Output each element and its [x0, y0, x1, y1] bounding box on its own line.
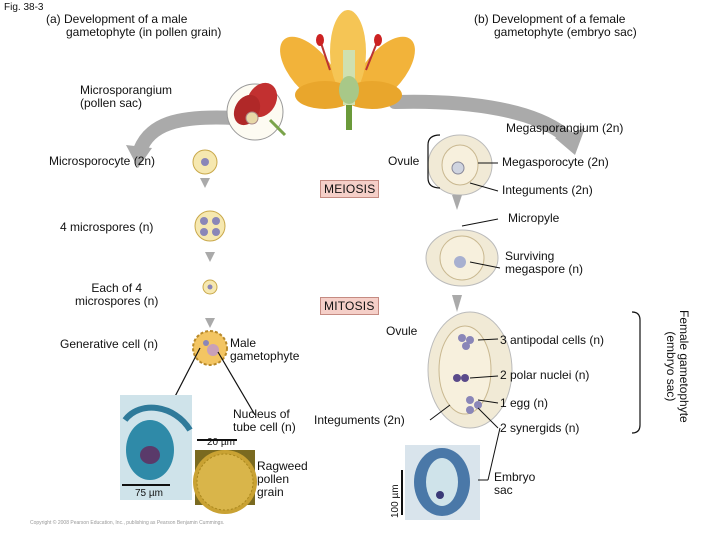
male-gametophyte-cell — [192, 330, 228, 366]
surviving-megaspore-drawing — [425, 229, 499, 287]
label-nucleus-tube: Nucleus of tube cell (n) — [233, 407, 296, 434]
scale-100um: 100 µm — [390, 484, 401, 518]
ragweed-micrograph — [193, 450, 257, 514]
embryo-sac-micrograph — [405, 445, 480, 520]
label-female-gametophyte: Female gametophyte (embryo sac) — [664, 310, 691, 423]
label-megasporocyte: Megasporocyte (2n) — [502, 155, 609, 169]
right-curved-arrow — [388, 94, 577, 147]
arrow-1 — [200, 178, 210, 188]
label-integuments-top: Integuments (2n) — [502, 183, 593, 197]
pollen-micrograph — [120, 395, 193, 500]
four-microspores-cell — [194, 210, 226, 242]
label-antipodal: 3 antipodal cells (n) — [500, 333, 605, 347]
label-generative-cell: Generative cell (n) — [60, 337, 159, 351]
female-gametophyte-bracket — [631, 311, 641, 434]
label-polar-nuclei: 2 polar nuclei (n) — [500, 368, 590, 382]
label-egg: 1 egg (n) — [500, 396, 549, 410]
copyright-notice: Copyright © 2008 Pearson Education, Inc.… — [30, 520, 225, 526]
scale-75um: 75 µm — [135, 488, 163, 499]
arrow-4 — [452, 195, 462, 210]
flower-illustration — [280, 10, 415, 130]
label-micropyle: Micropyle — [508, 211, 560, 225]
label-mitosis: MITOSIS — [320, 297, 379, 315]
label-ovule-mid: Ovule — [386, 324, 418, 338]
label-four-microspores: 4 microspores (n) — [60, 220, 154, 234]
label-ragweed: Ragweed pollen grain — [257, 459, 308, 499]
arrow-5 — [452, 295, 462, 312]
embryo-sac-drawing — [427, 311, 513, 429]
label-meiosis: MEIOSIS — [320, 180, 380, 198]
label-embryo-sac: Embryo sac — [494, 470, 536, 497]
figure-label: Fig. 38-3 — [4, 2, 44, 13]
left-curved-arrow-head — [126, 145, 152, 168]
label-microsporangium: Microsporangium (pollen sac) — [80, 83, 173, 110]
arrow-3 — [205, 318, 215, 328]
label-ovule-top: Ovule — [388, 154, 420, 168]
anther-illustration — [226, 82, 287, 141]
heading-female: (b) Development of a female gametophyte … — [474, 12, 637, 39]
arrow-2 — [205, 252, 215, 262]
heading-male: (a) Development of a male gametophyte (i… — [46, 12, 222, 39]
label-synergids: 2 synergids (n) — [500, 421, 580, 435]
right-curved-arrow-head — [555, 128, 585, 155]
label-surviving-megaspore: Surviving megaspore (n) — [505, 249, 584, 276]
label-integuments-bottom: Integuments (2n) — [314, 413, 405, 427]
scale-20um: 20 µm — [207, 437, 235, 448]
label-male-gametophyte: Male gametophyte — [230, 336, 300, 363]
label-megasporangium: Megasporangium (2n) — [506, 121, 624, 135]
ovule-top-drawing — [427, 134, 493, 196]
label-microsporocyte: Microsporocyte (2n) — [49, 154, 156, 168]
megasporangium-bracket — [427, 134, 441, 189]
left-curved-arrow — [133, 110, 242, 157]
label-each-of-4: Each of 4 microspores (n) — [75, 281, 159, 308]
